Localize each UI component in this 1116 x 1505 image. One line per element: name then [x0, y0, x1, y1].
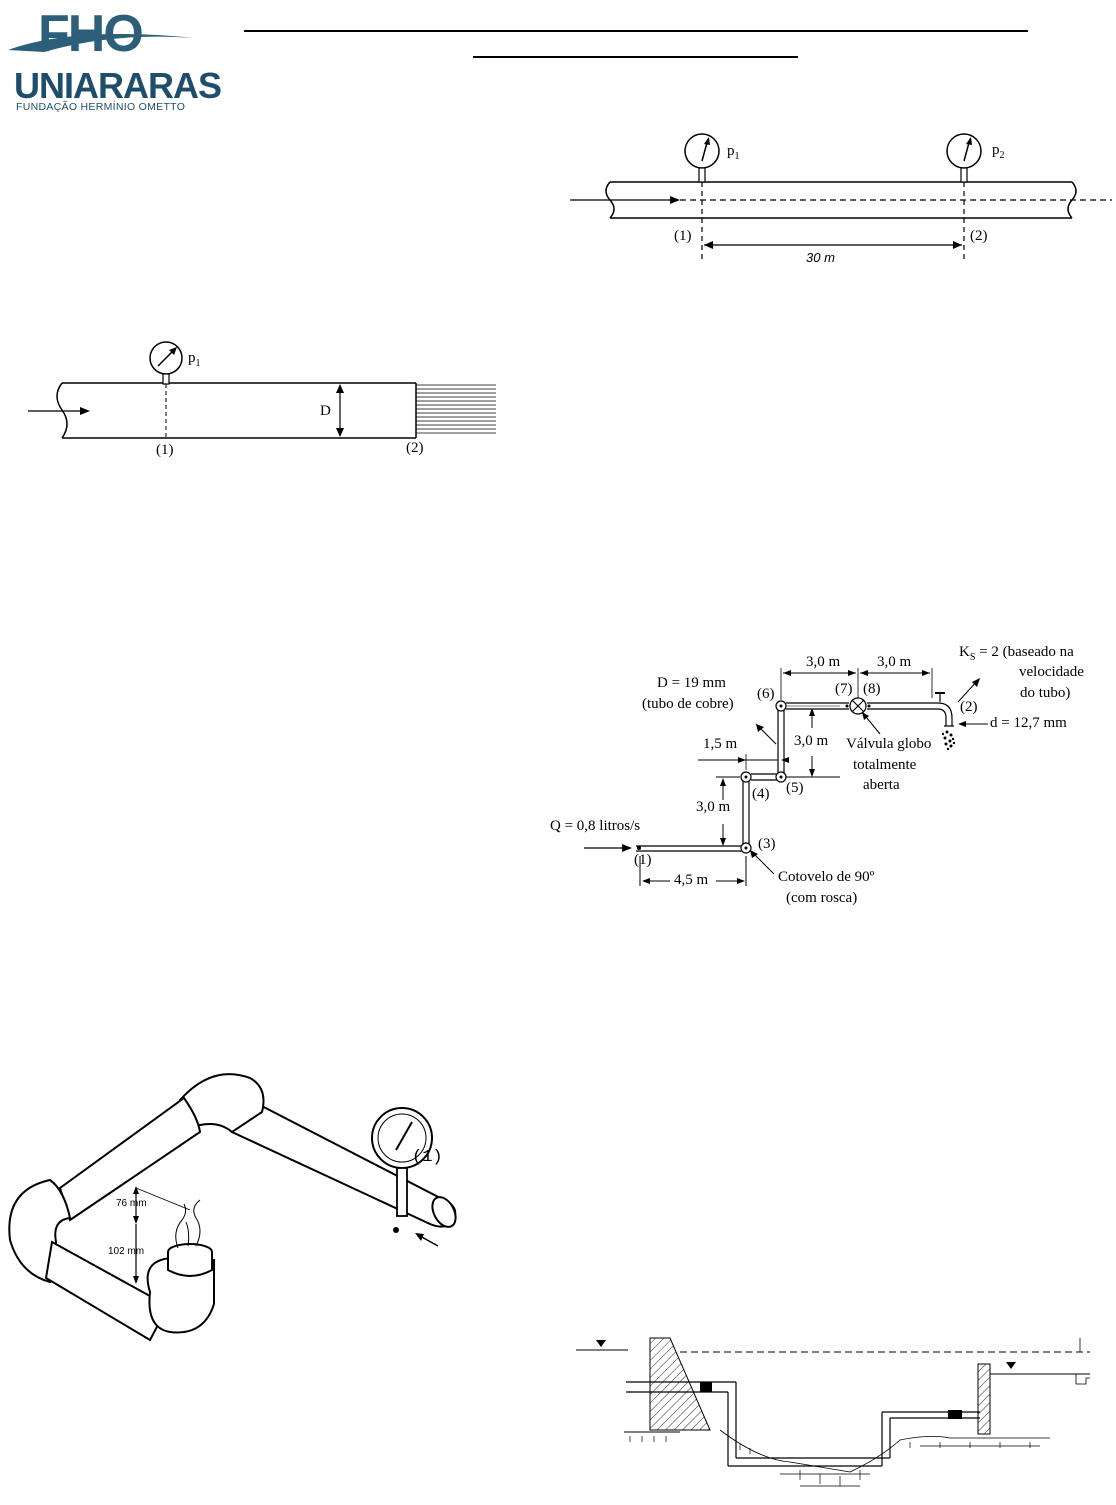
- dim-vertical-right: 3,0 m: [794, 733, 829, 749]
- node-6: (6): [757, 686, 775, 702]
- section-1-label: (1): [674, 228, 692, 244]
- material-label: (tubo de cobre): [642, 696, 734, 712]
- figure-one-gauge-drawing: [28, 341, 496, 439]
- distance-label: 30 m: [806, 250, 835, 265]
- valve-label-line1: Válvula globo: [846, 736, 932, 752]
- elbow-label-line2: (com rosca): [786, 890, 858, 906]
- logo-fho: FHO: [38, 5, 144, 63]
- dim-bottom: 4,5 m: [674, 872, 709, 888]
- ks-label-line3: do tubo): [1020, 685, 1071, 701]
- valve-label-line2: totalmente: [853, 757, 917, 773]
- diameter-label: D: [320, 403, 331, 419]
- ks-label: KS = 2 (baseado na: [959, 644, 1074, 663]
- figure-reservoirs-drawing: [576, 1337, 1090, 1487]
- figure-gauge-elbow: (1) 76 mm 102 mm: [0, 1060, 470, 1350]
- header-rule-short: [473, 56, 798, 58]
- header-rule-long: [244, 30, 1028, 32]
- node-4: (4): [752, 786, 770, 802]
- figure-piping-system: D = 19 mm (tubo de cobre) 3,0 m 3,0 m 1,…: [540, 640, 1110, 910]
- section-2-label: (2): [406, 440, 424, 456]
- p1-label: p1: [188, 350, 201, 369]
- node-2: (2): [960, 699, 978, 715]
- node-3: (3): [758, 836, 776, 852]
- figure-gauge-elbow-drawing: [8, 1073, 457, 1342]
- p1-label: p1: [727, 143, 740, 162]
- node-8: (8): [863, 681, 881, 697]
- diameter-label: D = 19 mm: [657, 675, 726, 691]
- section-2-label: (2): [970, 228, 988, 244]
- dim-top-right: 3,0 m: [877, 654, 912, 670]
- logo-swoosh-icon: [8, 34, 194, 52]
- figure-reservoirs: [570, 1330, 1110, 1500]
- logo-subtitle: FUNDAÇÃO HERMÍNIO OMETTO: [16, 101, 186, 113]
- logo-uniararas: UNIARARAS: [14, 65, 222, 106]
- dim-horizontal-short: 1,5 m: [703, 736, 738, 752]
- dim-vertical-left: 3,0 m: [696, 799, 731, 815]
- node-1: (1): [634, 852, 652, 868]
- dim-76-label: 76 mm: [116, 1198, 147, 1209]
- nozzle-label: d = 12,7 mm: [990, 715, 1067, 731]
- figure-piping-drawing: [584, 668, 988, 886]
- figure-two-gauges-drawing: [570, 133, 1112, 263]
- logo: FHO UNIARARAS FUNDAÇÃO HERMÍNIO OMETTO: [4, 5, 222, 113]
- node-5: (5): [786, 780, 804, 796]
- p2-label: p2: [992, 142, 1005, 161]
- section-1-label: (1): [412, 1148, 443, 1167]
- valve-label-line3: aberta: [863, 777, 900, 793]
- ks-label-line2: velocidade: [1019, 664, 1084, 680]
- section-1-label: (1): [156, 442, 174, 458]
- flow-label: Q = 0,8 litros/s: [550, 818, 641, 834]
- elbow-label-line1: Cotovelo de 90º: [778, 869, 875, 885]
- dim-102-label: 102 mm: [108, 1246, 145, 1257]
- dim-top-left: 3,0 m: [806, 654, 841, 670]
- figure-two-gauges: p1 p2 (1) (2) 30 m: [560, 125, 1116, 275]
- node-7: (7): [835, 681, 853, 697]
- figure-one-gauge: p1 D (1) (2): [24, 338, 504, 468]
